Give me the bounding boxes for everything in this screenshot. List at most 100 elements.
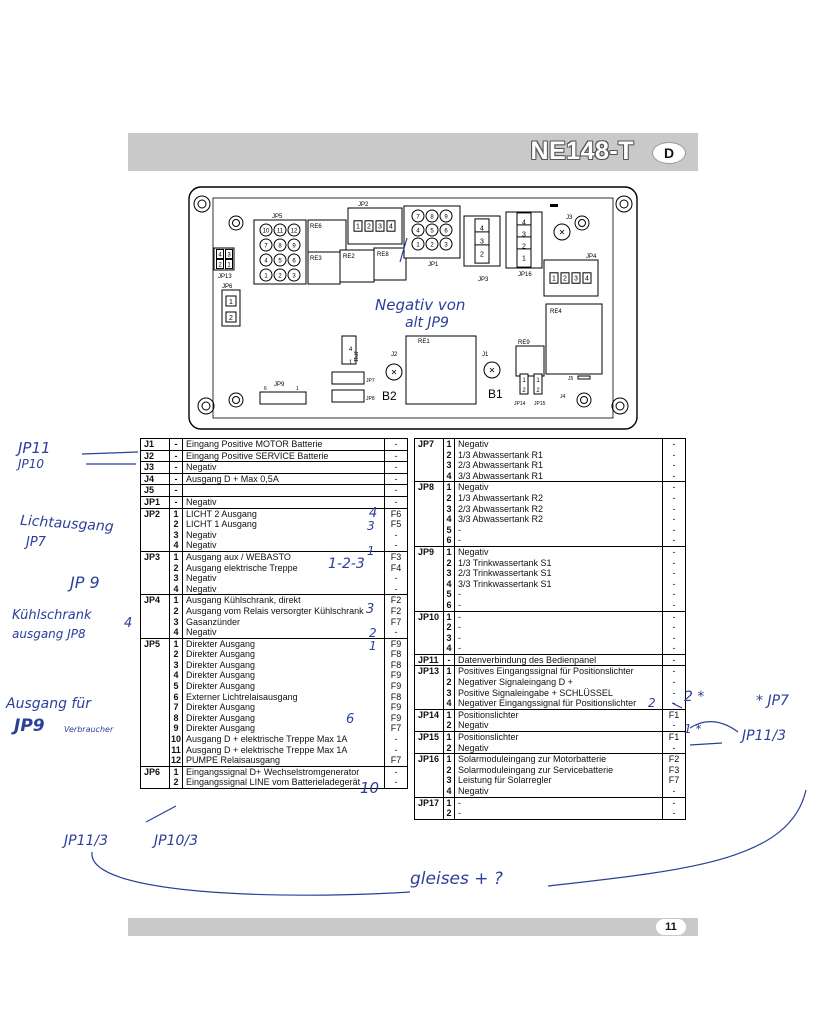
table-row: 2--	[414, 622, 686, 633]
note-4-jp4: 4	[124, 616, 133, 631]
svg-text:JP7: JP7	[366, 378, 375, 384]
connector-pin	[287, 238, 301, 252]
pin-number: 5	[278, 259, 282, 265]
pin-cell: 1	[168, 594, 184, 606]
re1-relay: RE1	[405, 335, 477, 405]
model-title: NE148-T	[530, 137, 634, 165]
pin-number: 1	[356, 224, 360, 231]
table-row: J3-Negativ-	[140, 461, 408, 474]
pin-cell: 1	[168, 765, 184, 778]
fuse-cell: -	[384, 744, 408, 756]
fuse-cell: -	[662, 557, 686, 569]
svg-text:JP1: JP1	[428, 262, 439, 268]
connector-pin	[411, 237, 425, 251]
connector-pin	[225, 258, 233, 270]
fuse-cell: -	[662, 610, 686, 623]
pin-number: 7	[416, 215, 420, 221]
connector-pin	[439, 209, 453, 223]
pin-number: 3	[227, 253, 231, 259]
note-ausgang-fuer: Ausgang für	[6, 696, 91, 712]
pin-cell: 2	[168, 605, 184, 617]
fuse-cell: -	[384, 472, 408, 486]
pin-cell: 4	[168, 540, 184, 552]
fuse-cell: -	[662, 665, 686, 678]
note-star-jp7: * JP7	[756, 693, 789, 709]
jp11-connector: 4 1 JP11	[341, 335, 358, 366]
pin-cell: 4	[168, 627, 184, 639]
table-row: 5--	[414, 589, 686, 600]
pin-number: 6	[444, 229, 448, 235]
fuse-cell: -	[662, 437, 686, 450]
pin-table-left: J1-Eingang Positive MOTOR Batterie-J2-Ei…	[140, 438, 408, 790]
fuse-cell: -	[662, 808, 686, 820]
connector-pin	[582, 272, 592, 284]
fuse-cell: -	[662, 503, 686, 515]
svg-text:RE1: RE1	[418, 339, 430, 345]
svg-text:JP15: JP15	[534, 401, 546, 407]
fuse-cell: F9	[384, 670, 408, 682]
note-negativ-von: Negativ von	[375, 296, 466, 314]
pin-cell: 3	[168, 573, 184, 584]
svg-text:RE8: RE8	[377, 252, 389, 258]
svg-text:JP4: JP4	[586, 254, 597, 260]
pin-cell: 2	[168, 777, 184, 790]
pin-cell: 2	[168, 649, 184, 660]
pin-cell: 1	[168, 550, 184, 563]
j3-terminal: ✕ J3	[550, 204, 573, 241]
note-jp11: JP11	[18, 439, 51, 457]
connector-pin	[273, 238, 287, 252]
fuse-cell: -	[662, 481, 686, 493]
connector-pin	[411, 223, 425, 237]
fuse-cell: -	[662, 535, 686, 547]
re6-relay: RE6	[307, 219, 347, 253]
pin-number: 8	[278, 244, 282, 250]
pin-number: 11	[277, 229, 284, 235]
connector-pin	[425, 223, 439, 237]
connector-pin	[439, 223, 453, 237]
note-4-jp2: 4	[369, 506, 378, 521]
connector-pin	[353, 220, 363, 232]
fuse-cell: -	[384, 777, 408, 790]
fuse-cell: -	[662, 492, 686, 504]
pin-number: 3	[292, 274, 296, 280]
fuse-cell: -	[662, 786, 686, 798]
table-row: J2-Eingang Positive SERVICE Batterie-	[140, 449, 408, 463]
fuse-cell: -	[662, 578, 686, 590]
svg-text:J1: J1	[482, 352, 489, 358]
svg-text:JP11: JP11	[352, 351, 358, 362]
table-row: 5--	[414, 524, 686, 536]
connector-pin	[216, 248, 224, 260]
fuse-cell: F1	[662, 731, 686, 743]
pin-number: 9	[292, 244, 296, 250]
connector-pin	[259, 253, 273, 267]
fuse-cell: -	[384, 627, 408, 639]
note-1-jp2: 1	[367, 544, 375, 558]
fuse-cell: -	[662, 687, 686, 699]
jp6-connector: JP6 1 2	[221, 284, 241, 327]
fuse-cell: F3	[662, 764, 686, 776]
fuse-cell: -	[662, 514, 686, 525]
fuse-cell: -	[662, 470, 686, 483]
note-1-star: 1 *	[684, 722, 702, 736]
pin-number: 1	[416, 243, 420, 249]
connector-pin	[225, 248, 233, 260]
pin-cell: 3	[168, 529, 184, 541]
fuse-cell: F7	[384, 616, 408, 628]
